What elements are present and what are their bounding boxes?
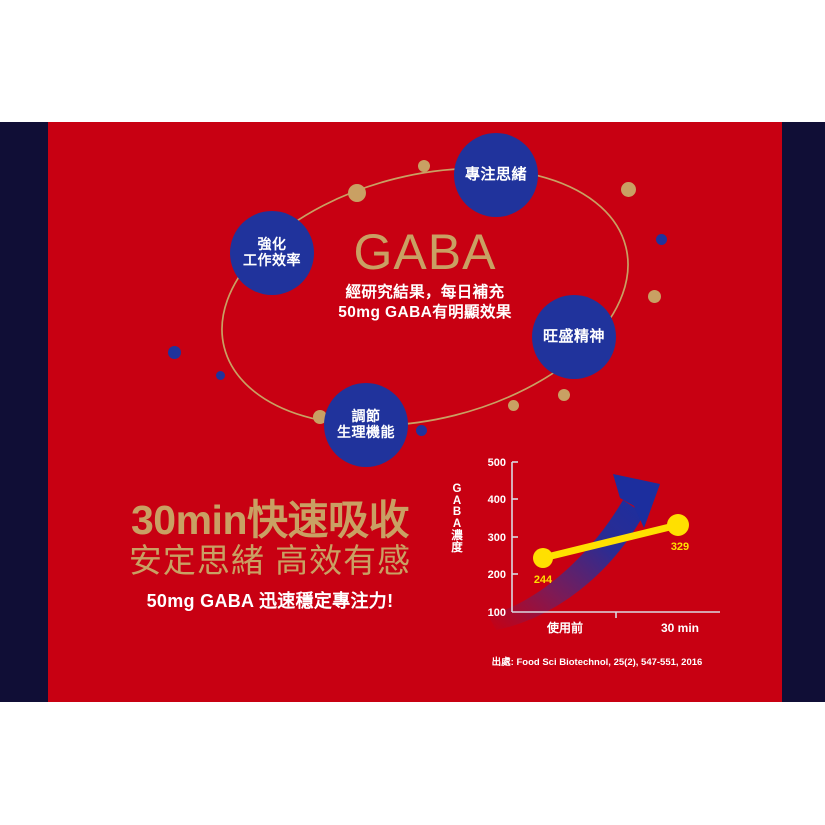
series-line	[539, 521, 682, 562]
y-tick-marks	[512, 461, 617, 618]
orbit-diagram: 專注思緒 強化 工作效率 旺盛精神 調節 生理機能 GABA 經研究結果，每日補…	[48, 122, 782, 467]
y-tick-200: 200	[488, 569, 506, 581]
growth-arrow-icon	[488, 474, 660, 630]
y-axis-title-char: B	[452, 506, 462, 519]
bubble-spirit-line1: 旺盛精神	[542, 327, 605, 345]
bubble-focus[interactable]: 專注思緒	[454, 133, 538, 217]
gold-dot	[648, 290, 661, 303]
gold-dot	[621, 182, 636, 197]
orbit-path-svg	[221, 167, 629, 427]
gaba-center-block: GABA 經研究結果，每日補充 50mg GABA有明顯效果	[295, 226, 555, 323]
data-label-244: 244	[534, 574, 553, 586]
gold-dot	[508, 400, 519, 411]
y-tick-300: 300	[488, 532, 506, 544]
blue-dot	[416, 425, 427, 436]
gaba-description-line2: 50mg GABA有明顯效果	[338, 303, 512, 321]
gaba-absorption-chart: 500 400 300 200 100 244 329 使用前 30 min	[448, 440, 728, 680]
orbit-ellipse	[221, 167, 629, 427]
gold-dot	[313, 410, 327, 424]
bubble-work[interactable]: 強化 工作效率	[230, 211, 314, 295]
x-category-30min: 30 min	[661, 621, 699, 635]
bubble-work-line1: 強化	[257, 236, 287, 253]
chart-source-note: 出處: Food Sci Biotechnol, 25(2), 547-551,…	[491, 657, 703, 668]
headline-sub: 安定思緒 高效有感	[128, 542, 412, 579]
blue-dot	[656, 234, 667, 245]
y-axis-title-char: 濃	[451, 529, 463, 542]
data-point-before	[533, 548, 553, 568]
headline-main: 30min快速吸收	[131, 497, 410, 543]
data-label-329: 329	[671, 541, 689, 553]
y-axis-title-char: A	[452, 518, 462, 531]
headline-note: 50mg GABA 迅速穩定專注力!	[146, 590, 394, 611]
chart-svg: 500 400 300 200 100 244 329 使用前 30 min	[488, 457, 720, 635]
x-category-before: 使用前	[546, 620, 583, 635]
y-axis-title-char: 度	[451, 541, 463, 554]
y-tick-100: 100	[488, 607, 506, 619]
bubble-body[interactable]: 調節 生理機能	[324, 383, 408, 467]
y-axis-title-char: G	[452, 483, 462, 495]
y-axis-title: G A B A 濃 度	[450, 483, 464, 554]
blue-dot	[168, 346, 181, 359]
headline-block: 30min快速吸收 安定思緒 高效有感 50mg GABA 迅速穩定專注力!	[70, 500, 470, 613]
y-tick-500: 500	[488, 457, 506, 469]
red-panel: 專注思緒 強化 工作效率 旺盛精神 調節 生理機能 GABA 經研究結果，每日補…	[48, 122, 782, 702]
gold-dot	[348, 184, 366, 202]
bubble-work-line2: 工作效率	[243, 252, 301, 268]
y-tick-400: 400	[488, 494, 506, 506]
bubble-body-line2: 生理機能	[337, 424, 395, 440]
gaba-description: 經研究結果，每日補充 50mg GABA有明顯效果	[295, 283, 555, 324]
gaba-description-line1: 經研究結果，每日補充	[345, 283, 505, 301]
gaba-wordmark: GABA	[353, 224, 497, 280]
data-point-30min	[667, 514, 689, 536]
bubble-spirit[interactable]: 旺盛精神	[532, 295, 616, 379]
blue-dot	[216, 371, 225, 380]
promo-banner: 專注思緒 強化 工作效率 旺盛精神 調節 生理機能 GABA 經研究結果，每日補…	[0, 122, 825, 702]
bubble-body-line1: 調節	[351, 408, 381, 425]
data-series-gaba	[533, 514, 689, 568]
bubble-focus-line1: 專注思緒	[464, 165, 527, 183]
gold-dot	[558, 389, 570, 401]
gold-dot	[418, 160, 430, 172]
y-axis-title-char: A	[452, 494, 462, 507]
